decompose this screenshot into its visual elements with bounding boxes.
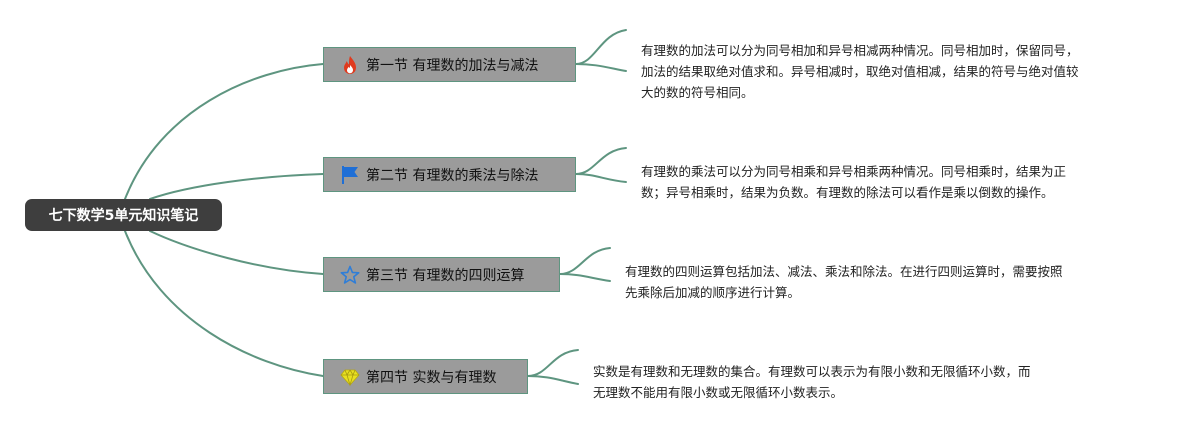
connector-topic-4-note — [527, 349, 579, 377]
connector-topic-1-note — [575, 29, 627, 65]
star-icon — [340, 265, 360, 285]
topic-label-2: 第二节 有理数的乘法与除法 — [366, 167, 539, 184]
topic-label-4: 第四节 实数与有理数 — [366, 369, 497, 386]
connector-root-topic-4 — [124, 230, 324, 377]
connector-topic-3-note — [559, 247, 611, 275]
topic-node-2[interactable]: 第二节 有理数的乘法与除法 — [323, 157, 576, 192]
fire-icon — [340, 55, 360, 75]
topic-node-3[interactable]: 第三节 有理数的四则运算 — [323, 257, 560, 292]
flag-icon — [340, 165, 360, 185]
connector-topic-2-note — [575, 147, 627, 175]
topic-note-1: 有理数的加法可以分为同号相加和异号相减两种情况。同号相加时，保留同号， 加法的结… — [641, 43, 1079, 100]
diamond-icon — [340, 367, 360, 387]
topic-node-4[interactable]: 第四节 实数与有理数 — [323, 359, 528, 394]
connector-root-topic-1 — [124, 63, 324, 200]
topic-node-1[interactable]: 第一节 有理数的加法与减法 — [323, 47, 576, 82]
connector-root-topic-3 — [149, 230, 324, 275]
topic-note-3: 有理数的四则运算包括加法、减法、乘法和除法。在进行四则运算时，需要按照 先乘除后… — [625, 264, 1063, 300]
topic-label-3: 第三节 有理数的四则运算 — [366, 267, 525, 284]
topic-note-4: 实数是有理数和无理数的集合。有理数可以表示为有限小数和无限循环小数，而 无理数不… — [593, 364, 1031, 400]
connector-root-topic-2 — [149, 173, 324, 200]
root-label: 七下数学5单元知识笔记 — [48, 208, 199, 224]
topic-note-2: 有理数的乘法可以分为同号相乘和异号相乘两种情况。同号相乘时，结果为正 数；异号相… — [641, 164, 1067, 200]
topic-label-1: 第一节 有理数的加法与减法 — [366, 57, 539, 74]
root-node[interactable]: 七下数学5单元知识笔记 — [25, 199, 222, 231]
